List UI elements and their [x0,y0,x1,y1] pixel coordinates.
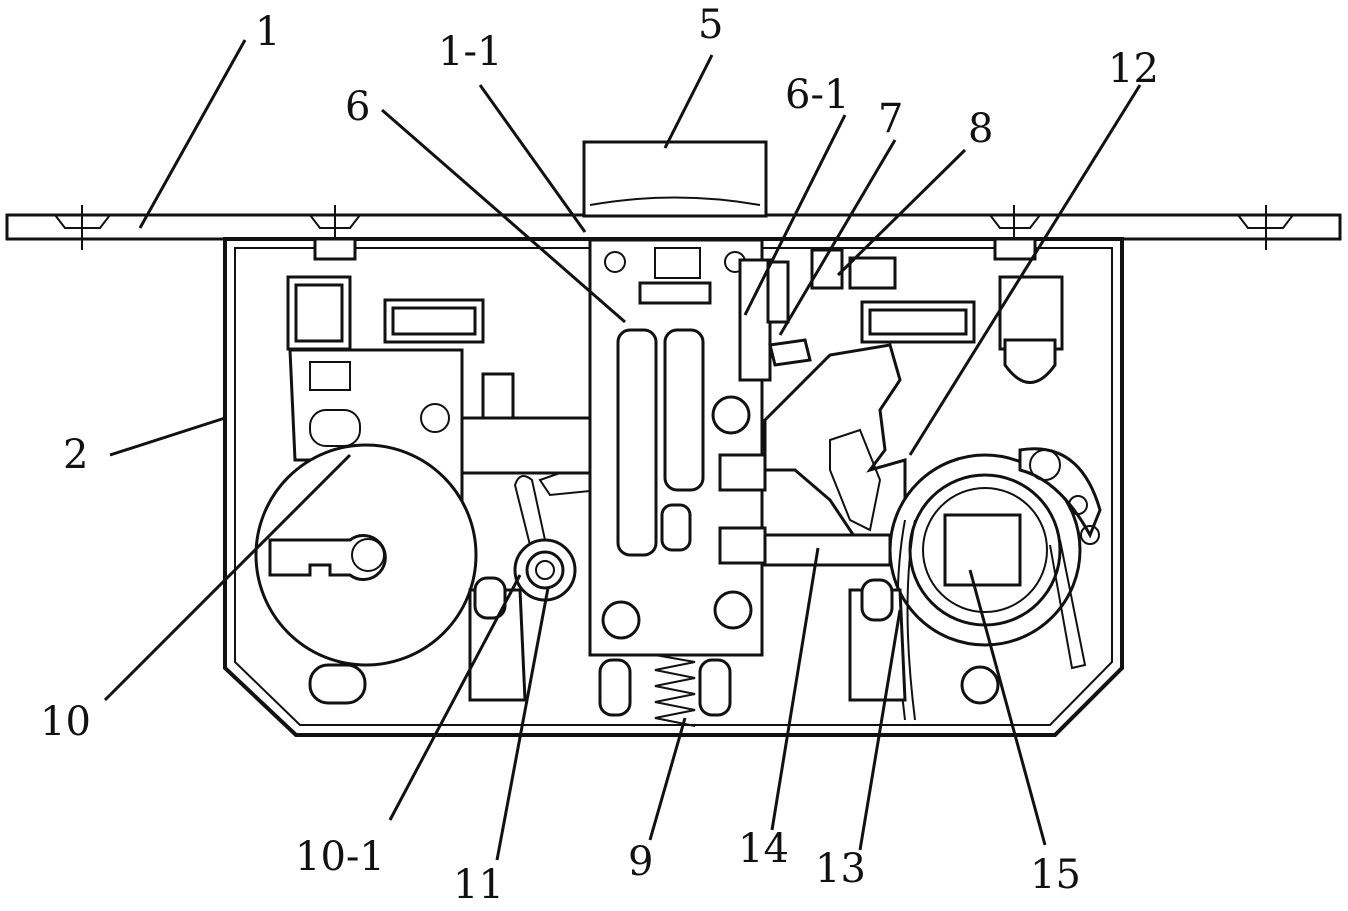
label-12: 12 [1108,46,1159,92]
label-15: 15 [1030,852,1081,898]
label-6-1: 6-1 [785,72,849,118]
label-1-1: 1-1 [438,29,502,75]
latch-bolt [584,142,766,216]
label-5: 5 [698,2,723,48]
label-8: 8 [968,106,993,152]
label-14: 14 [738,826,789,872]
label-13: 13 [815,846,866,892]
label-9: 9 [628,839,653,885]
label-10: 10 [40,699,91,745]
label-7: 7 [878,96,903,142]
label-11: 11 [453,862,504,908]
label-6: 6 [345,84,370,130]
label-2: 2 [63,432,88,478]
label-10-1: 10-1 [295,834,385,880]
label-1: 1 [255,9,280,55]
